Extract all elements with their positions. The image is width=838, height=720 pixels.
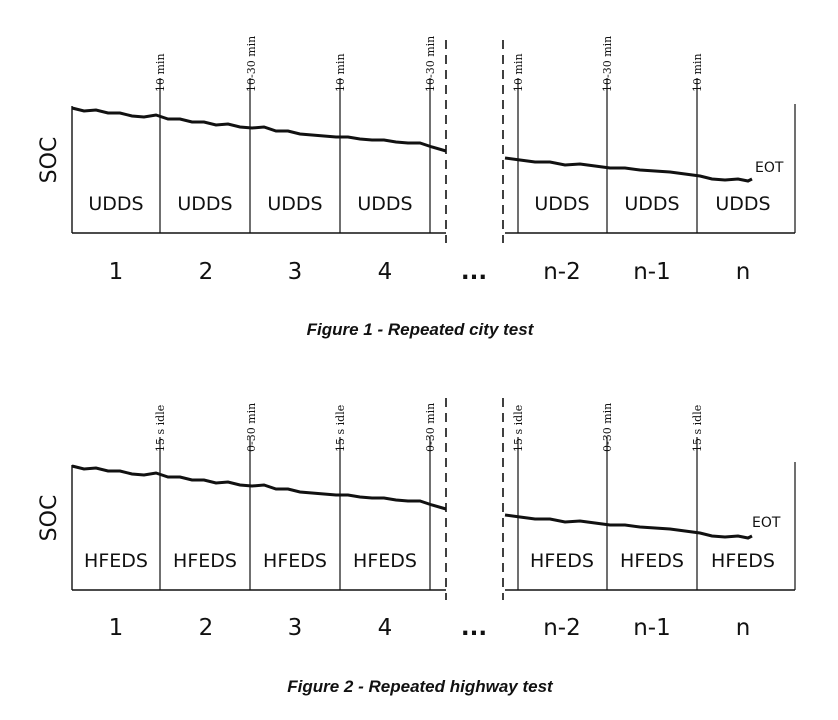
soc-axis-label: SOC xyxy=(37,495,62,542)
segment-number: 1 xyxy=(109,615,124,641)
divider-annotation: 0-30 min xyxy=(245,403,258,452)
figure-2: SOC 15 s idle 0-30 min 15 s idle 0-30 mi… xyxy=(37,398,796,696)
cycle-label: UDDS xyxy=(267,193,322,215)
cycle-label: HFEDS xyxy=(711,550,775,572)
segment-number: n xyxy=(736,259,751,285)
cycle-label: HFEDS xyxy=(620,550,684,572)
segment-number: n-2 xyxy=(543,259,581,285)
figure-caption: Figure 1 - Repeated city test xyxy=(307,320,535,339)
segment-number: 3 xyxy=(288,259,303,285)
cycle-label: HFEDS xyxy=(530,550,594,572)
cycle-label: UDDS xyxy=(88,193,143,215)
segment-number: 4 xyxy=(378,615,393,641)
segment-number: n xyxy=(736,615,751,641)
cycle-label: UDDS xyxy=(624,193,679,215)
divider-annotation: 15 s idle xyxy=(691,405,704,452)
divider-annotation: 10 min xyxy=(691,53,704,92)
soc-curve-left xyxy=(71,464,447,511)
divider-annotation: 10 min xyxy=(154,53,167,92)
segment-number: 3 xyxy=(288,615,303,641)
ellipsis: ... xyxy=(461,259,487,285)
cycle-label: UDDS xyxy=(534,193,589,215)
divider-annotation: 0-30 min xyxy=(601,403,614,452)
divider-annotation: 15 s idle xyxy=(334,405,347,452)
segment-number: 2 xyxy=(199,615,214,641)
eot-label: EOT xyxy=(752,515,781,531)
divider-annotation: 10-30 min xyxy=(601,36,614,92)
soc-curve-right xyxy=(504,513,753,540)
cycle-label: HFEDS xyxy=(84,550,148,572)
divider-annotation: 10-30 min xyxy=(424,36,437,92)
segment-number: 2 xyxy=(199,259,214,285)
cycle-label: UDDS xyxy=(357,193,412,215)
segment-number: n-1 xyxy=(633,259,671,285)
segment-number: 1 xyxy=(109,259,124,285)
divider-annotation: 15 s idle xyxy=(154,405,167,452)
divider-annotation: 10 min xyxy=(512,53,525,92)
soc-curve-left xyxy=(71,106,447,153)
ellipsis: ... xyxy=(461,615,487,641)
divider-annotation: 15 s idle xyxy=(512,405,525,452)
soc-axis-label: SOC xyxy=(37,137,62,184)
segment-number: 4 xyxy=(378,259,393,285)
cycle-label: HFEDS xyxy=(353,550,417,572)
soc-curve-right xyxy=(504,156,753,183)
cycle-label: UDDS xyxy=(715,193,770,215)
segment-number: n-2 xyxy=(543,615,581,641)
divider-annotation: 0-30 min xyxy=(424,403,437,452)
divider-annotation: 10-30 min xyxy=(245,36,258,92)
cycle-label: UDDS xyxy=(177,193,232,215)
cycle-label: HFEDS xyxy=(263,550,327,572)
figure-caption: Figure 2 - Repeated highway test xyxy=(287,677,554,696)
figure-1: SOC 10 min 10-30 min 10 min 10-30 min 10… xyxy=(37,36,796,339)
eot-label: EOT xyxy=(755,160,784,176)
divider-annotation: 10 min xyxy=(334,53,347,92)
cycle-label: HFEDS xyxy=(173,550,237,572)
segment-number: n-1 xyxy=(633,615,671,641)
